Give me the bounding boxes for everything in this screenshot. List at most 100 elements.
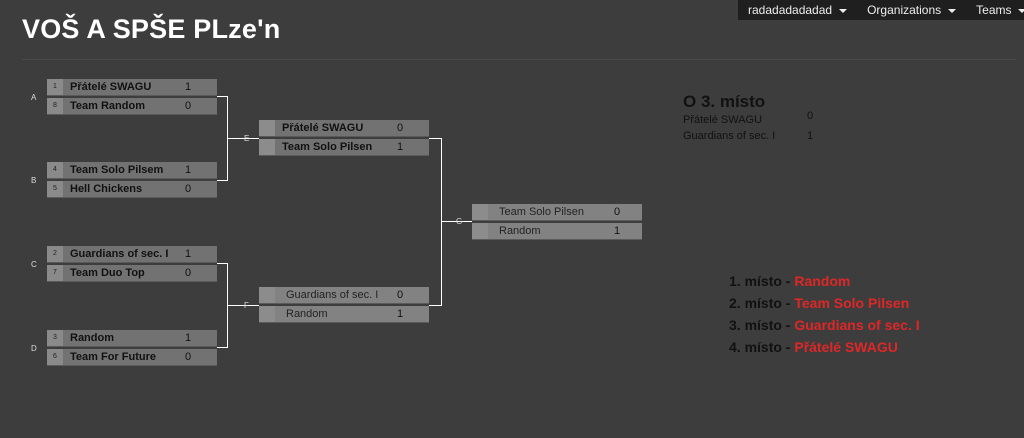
match-e: Přátelé SWAGU 0 Team Solo Pilsen 1 [259,120,429,158]
bracket-connector [429,305,441,306]
match-g: Team Solo Pilsen 0 Random 1 [472,204,642,242]
seed: 1 [47,79,63,95]
team-score: 0 [185,351,192,363]
standing-place: 4. místo - [729,339,795,355]
bracket-connector [217,347,227,348]
teams-menu[interactable]: Teams [966,0,1024,20]
teams-menu-label: Teams [976,3,1012,17]
match-b-team-1[interactable]: 4 Team Solo Pilsem 1 [47,162,217,179]
match-d-team-2[interactable]: 6 Team For Future 0 [47,349,217,366]
team-name: Hell Chickens [70,183,143,195]
match-f: Guardians of sec. I 0 Random 1 [259,287,429,325]
third-place-match: O 3. místo Přátelé SWAGU 0 Guardians of … [683,92,813,146]
standing-team: Team Solo Pilsen [794,295,910,311]
match-f-team-2[interactable]: Random 1 [259,306,429,323]
top-navbar: radadadadadad Organizations Teams [738,0,1024,20]
match-f-team-1[interactable]: Guardians of sec. I 0 [259,287,429,304]
team-score: 1 [614,225,621,237]
page-title: VOŠ A SPŠE PLze'n [22,14,281,44]
team-name: Guardians of sec. I [683,130,776,142]
match-label-b: B [31,176,37,185]
team-name: Team Solo Pilsen [499,206,584,218]
seed: 8 [47,98,63,114]
standing-row-1: 1. místo - Random [729,270,920,292]
bracket-connector [217,263,227,264]
organizations-menu-label: Organizations [867,3,942,17]
bracket-connector [429,138,441,139]
team-name: Team Duo Top [70,267,145,279]
standing-place: 2. místo - [729,295,795,311]
third-place-team-2[interactable]: Guardians of sec. I 1 [683,130,813,146]
match-g-team-1[interactable]: Team Solo Pilsen 0 [472,204,642,221]
team-name: Team For Future [70,351,156,363]
team-name: Přátelé SWAGU [683,114,763,126]
match-label-e: E [244,134,250,143]
seed: 5 [47,181,63,197]
match-label-a: A [31,93,37,102]
bracket-connector [441,138,442,306]
team-name: Team Random [70,100,145,112]
match-b-team-2[interactable]: 5 Hell Chickens 0 [47,181,217,198]
standing-row-2: 2. místo - Team Solo Pilsen [729,292,920,314]
team-score: 1 [185,332,192,344]
match-g-team-2[interactable]: Random 1 [472,223,642,240]
team-score: 0 [807,110,814,122]
match-b: 4 Team Solo Pilsem 1 5 Hell Chickens 0 [47,162,217,200]
match-c: 2 Guardians of sec. I 1 7 Team Duo Top 0 [47,246,217,284]
organizations-menu[interactable]: Organizations [857,0,966,20]
team-score: 1 [397,141,404,153]
standing-place: 3. místo - [729,317,795,333]
match-c-team-1[interactable]: 2 Guardians of sec. I 1 [47,246,217,263]
match-label-g: G [456,217,463,226]
match-a-team-2[interactable]: 8 Team Random 0 [47,98,217,115]
standing-row-3: 3. místo - Guardians of sec. I [729,314,920,336]
match-a-team-1[interactable]: 1 Přátelé SWAGU 1 [47,79,217,96]
match-e-team-2[interactable]: Team Solo Pilsen 1 [259,139,429,156]
team-name: Guardians of sec. I [286,289,379,301]
team-score: 1 [185,81,192,93]
team-name: Přátelé SWAGU [70,81,152,93]
user-menu[interactable]: radadadadadad [738,0,857,20]
final-standings: 1. místo - Random 2. místo - Team Solo P… [729,270,920,358]
team-name: Random [286,308,328,320]
match-d-team-1[interactable]: 3 Random 1 [47,330,217,347]
seed: 3 [47,330,63,346]
bracket-connector [217,180,227,181]
divider [22,59,1016,60]
standing-place: 1. místo - [729,273,795,289]
seed: 6 [47,349,63,365]
team-name: Přátelé SWAGU [282,122,364,134]
team-score: 1 [185,164,192,176]
team-score: 0 [185,100,192,112]
caret-down-icon [948,9,957,13]
seed [259,287,275,303]
team-score: 0 [397,289,404,301]
seed [259,306,275,322]
team-score: 1 [185,248,192,260]
standing-team: Přátelé SWAGU [794,339,898,355]
team-name: Team Solo Pilsen [282,141,373,153]
standing-row-4: 4. místo - Přátelé SWAGU [729,336,920,358]
bracket-connector [217,96,227,97]
team-score: 0 [185,183,192,195]
team-score: 0 [185,267,192,279]
user-menu-label: radadadadadad [748,3,833,17]
team-name: Random [70,332,114,344]
team-name: Random [499,225,541,237]
team-name: Team Solo Pilsem [70,164,164,176]
team-name: Guardians of sec. I [70,248,169,260]
match-label-f: F [244,301,249,310]
match-label-d: D [31,344,37,353]
team-score: 1 [807,130,814,142]
third-place-team-1[interactable]: Přátelé SWAGU 0 [683,110,813,130]
bracket-connector [441,221,472,222]
third-place-title: O 3. místo [683,92,766,111]
bracket-connector [227,138,259,139]
standing-team: Random [794,273,851,289]
match-e-team-1[interactable]: Přátelé SWAGU 0 [259,120,429,137]
seed [259,139,275,155]
match-c-team-2[interactable]: 7 Team Duo Top 0 [47,265,217,282]
team-score: 0 [614,206,621,218]
caret-down-icon [839,9,848,13]
bracket-connector [227,305,259,306]
